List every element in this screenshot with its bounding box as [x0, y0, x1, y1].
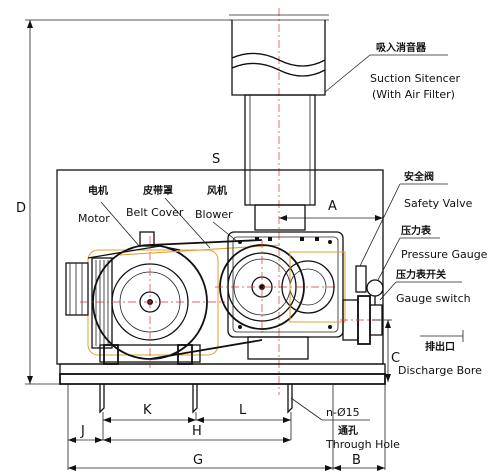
dimension-label-d: D: [16, 201, 26, 216]
dimension-label-l: L: [239, 403, 247, 418]
dimension-a: A: [279, 199, 383, 221]
pressure-gauge-en-label: Pressure Gauge: [401, 248, 488, 261]
through-hole-en-label: Through Hole: [325, 438, 400, 451]
dimension-label-k: K: [143, 403, 152, 418]
dimension-c: C: [372, 319, 400, 382]
blower: [215, 231, 346, 360]
dimension-label-h: H: [192, 424, 202, 439]
discharge-bore-en-label: Discharge Bore: [398, 364, 482, 377]
gauge-switch-callout: 压力表开关 Gauge switch: [379, 268, 471, 305]
pressure-gauge-callout: 压力表 Pressure Gauge: [377, 224, 488, 281]
dimension-label-j: J: [80, 424, 85, 439]
motor-cn-label: 电机: [88, 184, 108, 197]
discharge-bore-cn-label: 排出口: [425, 340, 455, 353]
dimension-label-c: C: [391, 351, 400, 366]
gauge-switch-en-label: Gauge switch: [396, 292, 471, 305]
blower-cn-label: 风机: [207, 184, 227, 197]
motor-callout: 电机 Motor: [78, 184, 141, 248]
belt-cover-en-label: Belt Cover: [126, 206, 184, 219]
through-hole-size-label: n-Ø15: [326, 406, 360, 419]
belt-cover-cn-label: 皮带罩: [142, 184, 173, 197]
safety-valve-callout: 安全阀 Safety Valve: [359, 170, 473, 267]
base-skid: [59, 363, 386, 470]
motor-en-label: Motor: [78, 212, 110, 225]
dimension-label-s: S: [212, 152, 220, 167]
dimension-row-gb: G B: [68, 453, 385, 471]
safety-valve-cn-label: 安全阀: [404, 170, 434, 183]
silencer-en-label: Suction Sitencer: [370, 72, 460, 85]
dimension-row-jh: J H: [68, 424, 291, 443]
safety-valve-en-label: Safety Valve: [404, 197, 473, 210]
dimension-row-kl: K L: [103, 403, 291, 423]
through-hole-callout: n-Ø15 通孔 Through Hole: [290, 397, 400, 451]
dimension-label-a: A: [328, 199, 337, 214]
blower-en-label: Blower: [195, 208, 233, 221]
blower-callout: 风机 Blower: [195, 184, 239, 243]
discharge-assembly: [340, 265, 390, 345]
dimension-label-g: G: [193, 453, 203, 468]
dimension-label-b: B: [352, 453, 361, 468]
dimension-d: D: [16, 19, 232, 385]
motor: [65, 231, 219, 365]
through-hole-cn-label: 通孔: [338, 424, 358, 437]
belt-cover-callout: 皮带罩 Belt Cover: [126, 184, 211, 249]
suction-silencer: [229, 8, 329, 395]
discharge-bore-callout: 排出口 Discharge Bore: [398, 330, 482, 377]
silencer-callout: 吸入消音器 Suction Sitencer (With Air Filter): [324, 41, 460, 101]
silencer-en-sub-label: (With Air Filter): [372, 88, 455, 101]
dimension-s: S: [212, 152, 220, 167]
drive-belt: [119, 239, 281, 360]
gauge-switch-cn-label: 压力表开关: [396, 268, 446, 281]
pressure-gauge-cn-label: 压力表: [401, 224, 432, 237]
silencer-cn-label: 吸入消音器: [376, 41, 427, 54]
